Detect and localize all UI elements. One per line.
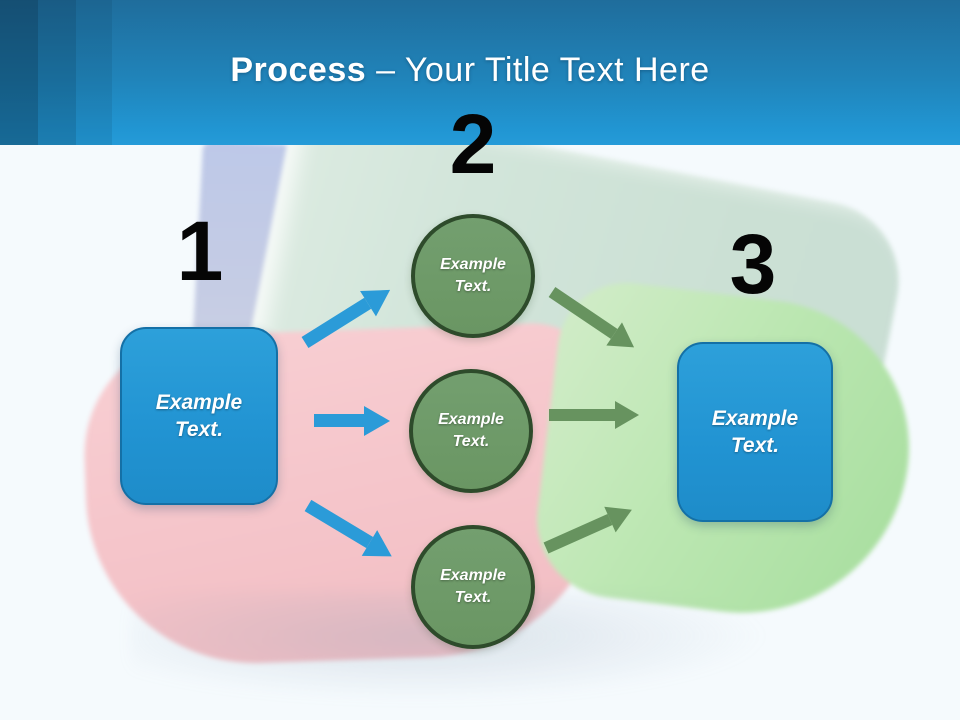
process-circle-middle: Example Text. [409, 369, 533, 493]
process-end-box-label: Example Text. [711, 406, 799, 457]
step-number-3: 3 [729, 217, 777, 311]
step-number-2: 2 [449, 97, 497, 191]
header-band: Process – Your Title Text Here [0, 0, 960, 145]
process-circle-bottom-label: Example Text. [440, 566, 506, 606]
slide-title: Process – Your Title Text Here [0, 50, 940, 91]
slide-title-rest: – Your Title Text Here [366, 51, 710, 89]
header-stripe-dark [0, 0, 38, 145]
process-circle-middle-label: Example Text. [438, 410, 504, 450]
process-start-box: Example Text. [120, 327, 278, 505]
header-stripe-medium [38, 0, 76, 145]
process-end-box: Example Text. [677, 342, 833, 522]
process-circle-bottom: Example Text. [411, 525, 535, 649]
slide-title-keyword: Process [230, 51, 367, 89]
process-start-box-label: Example Text. [155, 390, 243, 441]
header-stripe-light [76, 0, 112, 145]
arrow-green-right [549, 409, 615, 421]
process-circle-top-label: Example Text. [440, 255, 506, 295]
arrow-blue-right [314, 414, 364, 427]
process-circle-top: Example Text. [411, 214, 535, 338]
step-number-1: 1 [176, 204, 224, 298]
